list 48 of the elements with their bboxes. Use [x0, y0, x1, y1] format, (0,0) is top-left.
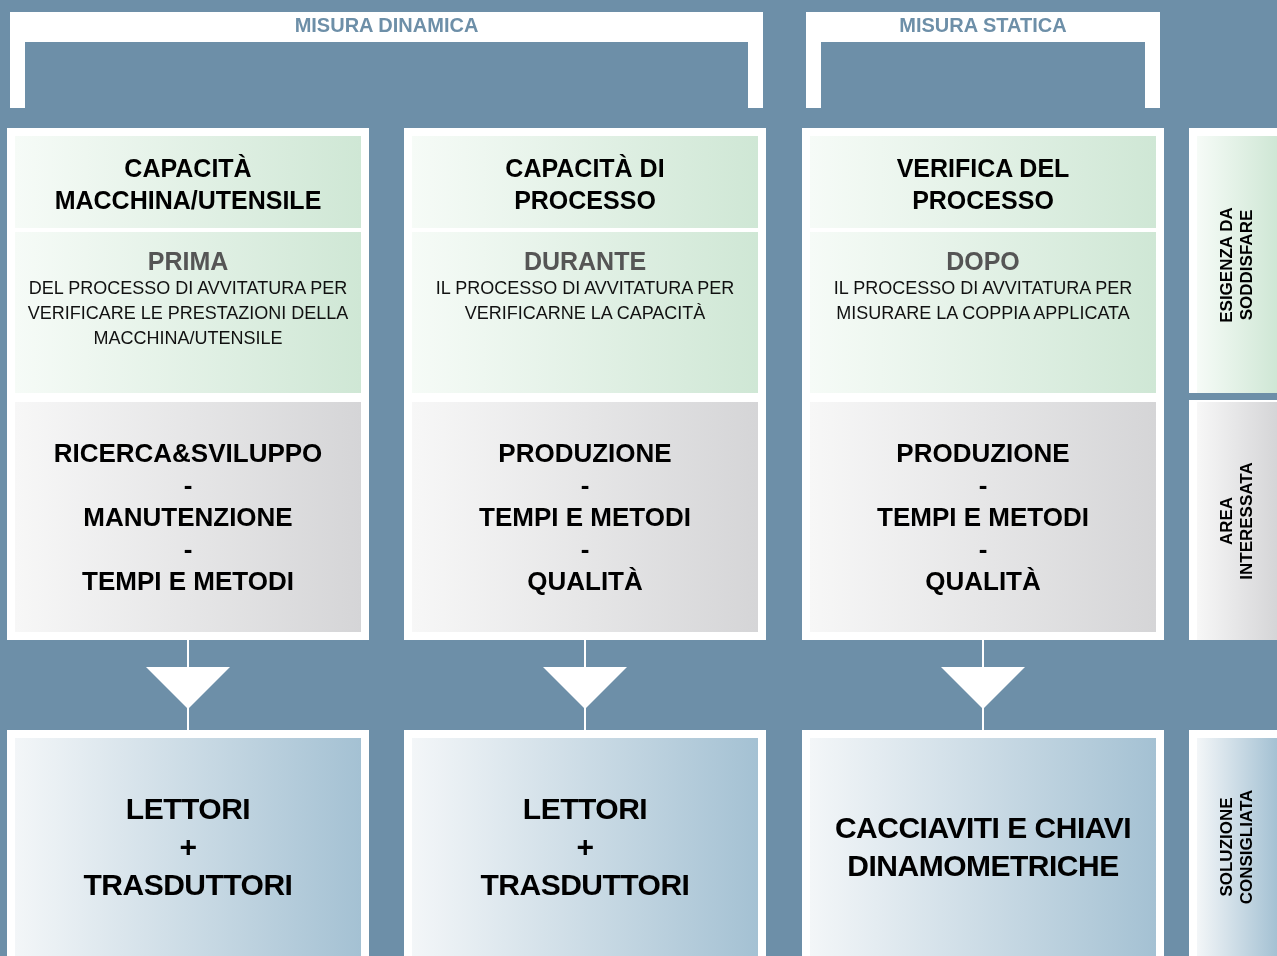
- bracket-label: MISURA DINAMICA: [293, 14, 480, 37]
- area-box: [412, 402, 758, 632]
- row-header-text: SOLUZIONE CONSIGLIATA: [1217, 788, 1257, 907]
- area-text: TEMPI E METODI: [82, 565, 294, 597]
- description: DEL PROCESSO DI AVVITATURA PER VERIFICARE LE PRESTAZIONI DELLA MACCHINA/UTENSILE: [26, 277, 350, 350]
- row-header-tab: [1197, 738, 1277, 956]
- solution-box: [412, 738, 758, 956]
- solution-text: CACCIAVITI E CHIAVI DINAMOMETRICHE: [833, 810, 1133, 884]
- row-header-text: ESIGENZA DA SODDISFARE: [1217, 205, 1257, 325]
- solution-box: [15, 738, 361, 956]
- area-text: PRODUZIONE: [498, 437, 672, 469]
- solution-text: TRASDUTTORI: [480, 867, 690, 903]
- area-text: PRODUZIONE: [896, 437, 1070, 469]
- requirement-box: [810, 136, 1156, 393]
- separator-text: -: [978, 469, 988, 501]
- requirement-box: [15, 136, 361, 393]
- separator-text: -: [580, 533, 590, 565]
- row-header-text: AREA INTERESSATA: [1217, 461, 1257, 582]
- heading: VERIFICA DEL PROCESSO: [895, 153, 1071, 212]
- separator-text: -: [580, 469, 590, 501]
- solution-text: TRASDUTTORI: [83, 867, 293, 903]
- area-text: MANUTENZIONE: [83, 501, 293, 533]
- separator-text: -: [978, 533, 988, 565]
- row-header-tab: [1197, 402, 1277, 640]
- phase-label: DURANTE: [523, 246, 647, 276]
- area-text: TEMPI E METODI: [479, 501, 691, 533]
- phase-label: DOPO: [946, 246, 1020, 276]
- solution-text: +: [179, 829, 197, 865]
- area-box: [15, 402, 361, 632]
- area-text: QUALITÀ: [527, 565, 643, 597]
- area-text: RICERCA&SVILUPPO: [53, 437, 323, 469]
- solution-text: +: [576, 829, 594, 865]
- description: IL PROCESSO DI AVVITATURA PER MISURARE LA COPPIA APPLICATA: [832, 277, 1134, 325]
- solution-box: [810, 738, 1156, 956]
- area-text: QUALITÀ: [925, 565, 1041, 597]
- separator-text: -: [183, 533, 193, 565]
- description: IL PROCESSO DI AVVITATURA PER VERIFICARNE LA CAPACITÀ: [434, 277, 736, 325]
- solution-text: LETTORI: [125, 791, 251, 827]
- requirement-box: [412, 136, 758, 393]
- phase-label: PRIMA: [147, 246, 229, 276]
- bracket-label: MISURA STATICA: [898, 14, 1068, 37]
- heading: CAPACITÀ MACCHINA/UTENSILE: [53, 153, 323, 212]
- area-text: TEMPI E METODI: [877, 501, 1089, 533]
- area-box: [810, 402, 1156, 632]
- heading: CAPACITÀ DI PROCESSO: [504, 153, 666, 212]
- separator-text: -: [183, 469, 193, 501]
- solution-text: LETTORI: [522, 791, 648, 827]
- row-header-tab: [1197, 136, 1277, 393]
